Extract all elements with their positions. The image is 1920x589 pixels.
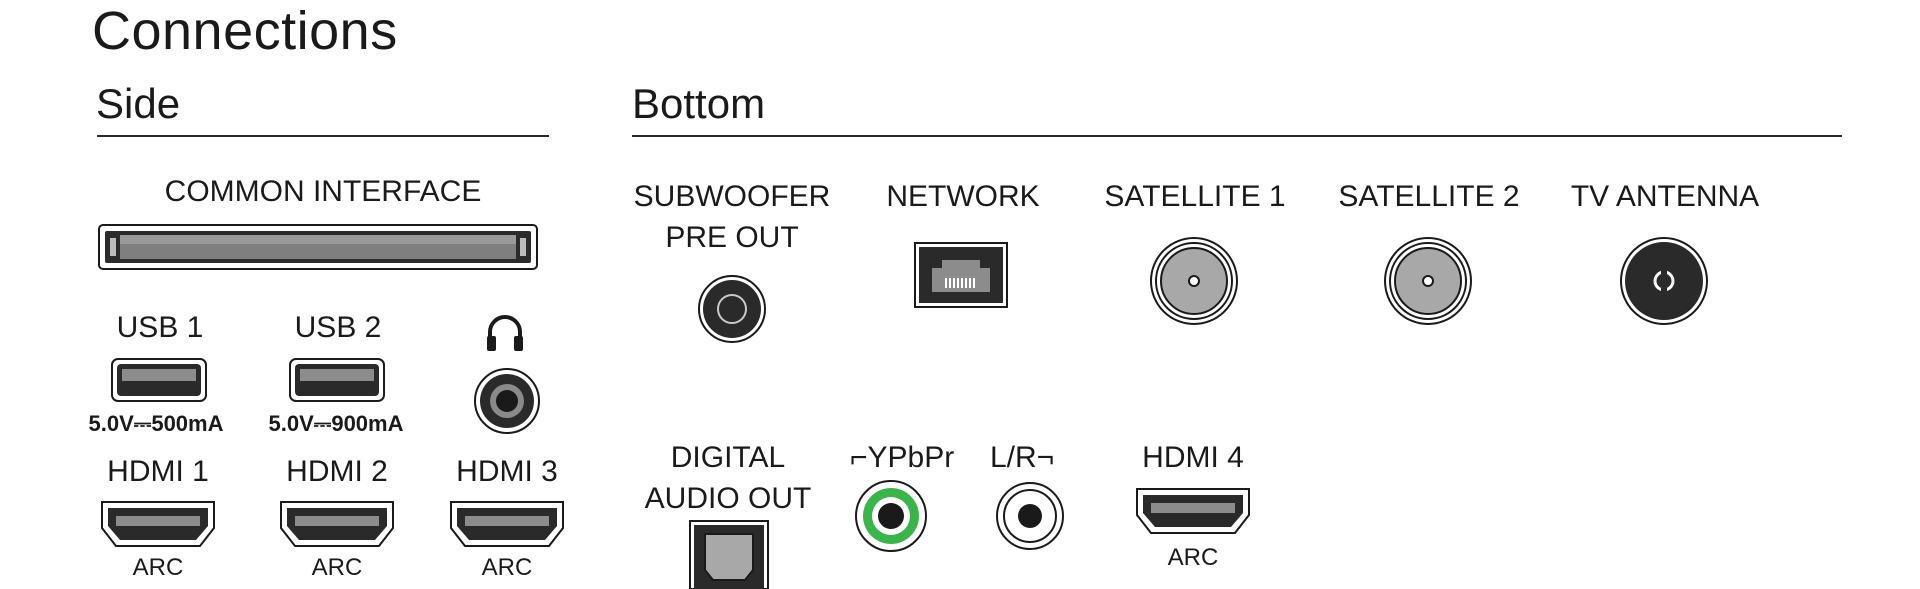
subwoofer-label-line2: PRE OUT [665, 221, 799, 254]
headphones-icon [487, 315, 523, 351]
hdmi4-arc: ARC [1167, 544, 1219, 571]
optical-port [689, 520, 769, 589]
tv-antenna-connector [1620, 237, 1708, 325]
common-interface-slot [98, 224, 538, 270]
headphone-jack [474, 368, 540, 434]
ypbpr-label: ⌐YPbPr [850, 441, 955, 474]
hdmi1-label: HDMI 1 [107, 455, 209, 488]
hdmi3-arc: ARC [481, 554, 533, 581]
bottom-divider [632, 135, 1842, 137]
network-label: NETWORK [886, 180, 1040, 213]
hdmi3-port [450, 501, 564, 547]
subwoofer-label-line1: SUBWOOFER [633, 180, 831, 213]
subwoofer-jack [698, 275, 766, 343]
tv-antenna-label: TV ANTENNA [1570, 180, 1760, 213]
network-port [914, 242, 1008, 308]
common-interface-label: COMMON INTERFACE [164, 175, 482, 208]
hdmi4-port [1136, 488, 1250, 534]
satellite2-label: SATELLITE 2 [1338, 180, 1520, 213]
bottom-heading: Bottom [632, 80, 766, 127]
usb2-port [289, 358, 385, 402]
ypbpr-jack [855, 480, 927, 552]
hdmi2-label: HDMI 2 [286, 455, 388, 488]
hdmi2-arc: ARC [311, 554, 363, 581]
satellite1-label: SATELLITE 1 [1104, 180, 1286, 213]
side-divider [97, 135, 549, 137]
side-heading: Side [96, 80, 181, 127]
satellite2-connector [1384, 237, 1472, 325]
usb1-label: USB 1 [116, 311, 204, 344]
hdmi3-label: HDMI 3 [456, 455, 558, 488]
lr-label: L/R¬ [990, 441, 1055, 474]
usb1-spec: 5.0V⎓500mA [88, 411, 224, 436]
hdmi1-arc: ARC [132, 554, 184, 581]
digital-audio-label-line2: AUDIO OUT [644, 482, 812, 515]
hdmi4-label: HDMI 4 [1142, 441, 1244, 474]
digital-audio-label-line1: DIGITAL [670, 441, 786, 474]
usb1-port [111, 358, 207, 402]
usb2-spec: 5.0V⎓900mA [268, 411, 404, 436]
page-title: Connections [92, 1, 398, 61]
hdmi2-port [280, 501, 394, 547]
usb2-label: USB 2 [294, 311, 382, 344]
hdmi1-port [101, 501, 215, 547]
lr-jack [996, 482, 1064, 550]
satellite1-connector [1150, 237, 1238, 325]
